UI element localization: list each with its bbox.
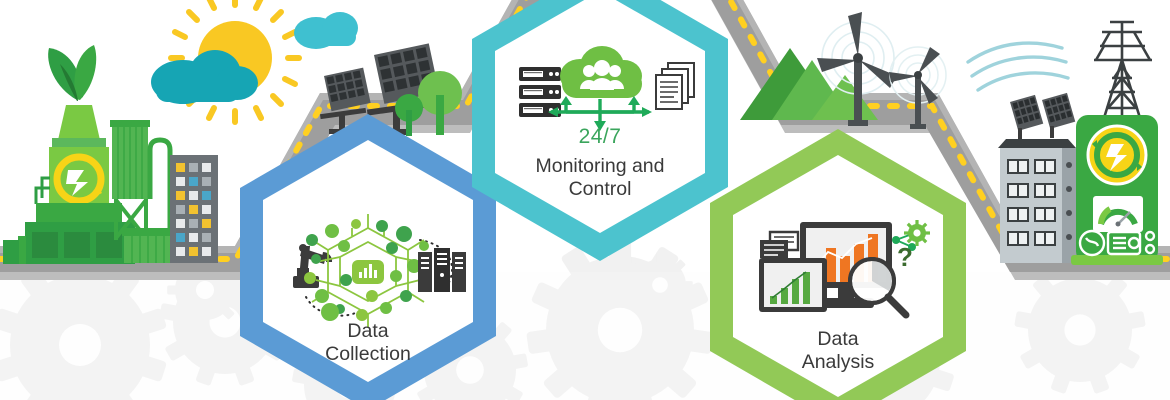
magnifier-icon [848, 257, 910, 319]
green-substation-icon [1071, 115, 1163, 265]
gauge-icon [1093, 196, 1143, 232]
tablet-trend-line [771, 271, 807, 299]
roof-solar-panels-icon [1010, 92, 1076, 140]
hexagon-label-line1: Monitoring and [536, 155, 665, 177]
ground-wash [0, 272, 1170, 400]
cloud-icon-small [294, 12, 358, 49]
tree-small-icon [395, 94, 423, 136]
server-rack-icon [418, 248, 466, 292]
striped-office-building-icon [170, 155, 218, 263]
apartment-with-solar-icon [998, 92, 1076, 263]
control-panel-icon [1078, 229, 1156, 257]
hexagon-monitoring-control[interactable]: 24/7 Monitoring and Control [472, 0, 728, 261]
wind-stream-icon [966, 41, 1070, 92]
network-nodes-icon [304, 214, 431, 328]
hexagon-label-line1: Data [347, 320, 388, 342]
hexagon-label-line2: Control [569, 178, 632, 200]
tablet-bar-chart-icon [759, 258, 827, 312]
hexagon-data-analysis[interactable]: ? Data Analysis [710, 129, 966, 400]
left-scene [3, 0, 302, 264]
hexagon-label-line2: Collection [325, 343, 411, 365]
cloud-icon [151, 50, 258, 104]
wind-turbine-large-icon [817, 12, 897, 126]
badge-247: 24/7 [579, 125, 622, 148]
office-windows [176, 163, 211, 256]
tablet-bars [770, 272, 810, 304]
transmission-tower-icon [1094, 20, 1152, 119]
hexagon-data-collection[interactable]: Data Collection [240, 114, 496, 400]
plant-silo-icon [110, 120, 173, 240]
right-scene [740, 12, 1163, 265]
chat-bubbles-icon [760, 230, 800, 266]
gear-icon [904, 220, 930, 246]
gear-icon [1014, 264, 1146, 394]
question-mark-icon: ? [897, 242, 913, 272]
users-icon [580, 60, 624, 90]
gear-icon [627, 252, 693, 318]
arrow-heads-icon [548, 96, 652, 131]
documents-icon [655, 62, 695, 110]
hexagon-label-line1: Data [817, 328, 858, 350]
road-surface [0, 0, 1170, 272]
cloud-users-icon [560, 46, 642, 98]
wind-turbine-small-icon [889, 47, 940, 129]
monitor-trend-line [813, 237, 873, 269]
hexagon-label-line2: Analysis [802, 351, 875, 373]
server-stack-icon [519, 67, 561, 117]
apartment-windows [1007, 159, 1072, 246]
recycle-energy-bolt-icon [1086, 124, 1148, 186]
tree-large-icon [418, 71, 462, 135]
leaf-sprout-icon [48, 45, 97, 101]
recycle-energy-bolt-icon [53, 153, 105, 205]
